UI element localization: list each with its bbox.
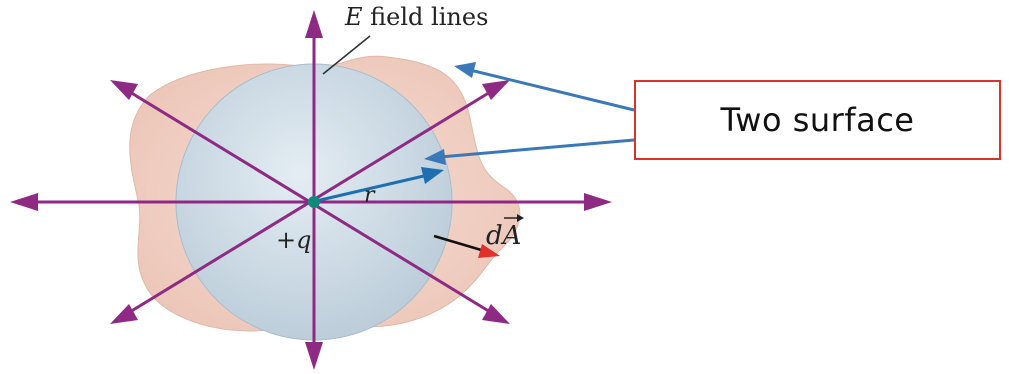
arrowhead-left [10,193,38,211]
area-element-label: dA [486,221,521,251]
charge-label-text: +q [276,226,311,254]
field-arrowheads [10,10,612,370]
radius-label: r [364,183,376,208]
callout-text: Two surface [720,101,915,139]
area-vector [433,234,489,254]
pointer-to-outer-surface [469,68,635,112]
radius-arrowhead [421,167,444,184]
field-lines-label: E field lines [345,3,488,31]
arrowhead-down [305,342,323,370]
charge-label: +q [276,226,311,254]
arrowhead-up [305,10,323,38]
field-symbol: E [345,3,363,31]
radius-arrow [315,173,429,203]
area-vector-over-arrow [504,214,524,222]
area-vector-head [478,244,500,258]
pointer-to-outer-surface-head [454,62,476,78]
arrowhead-upper-left [110,80,138,100]
arrowhead-lower-left [110,304,138,324]
arrowhead-upper-right [482,80,510,100]
field-label-text: field lines [370,3,489,31]
two-surface-callout: Two surface [634,80,1001,160]
field-label-pointer [322,35,371,75]
arrowhead-lower-right [482,304,510,324]
pointer-to-inner-sphere-head [424,149,446,165]
pointer-to-inner-sphere [439,138,635,159]
callout-pointers [424,62,635,165]
charge-point [308,196,320,208]
arrowhead-right [584,193,612,211]
